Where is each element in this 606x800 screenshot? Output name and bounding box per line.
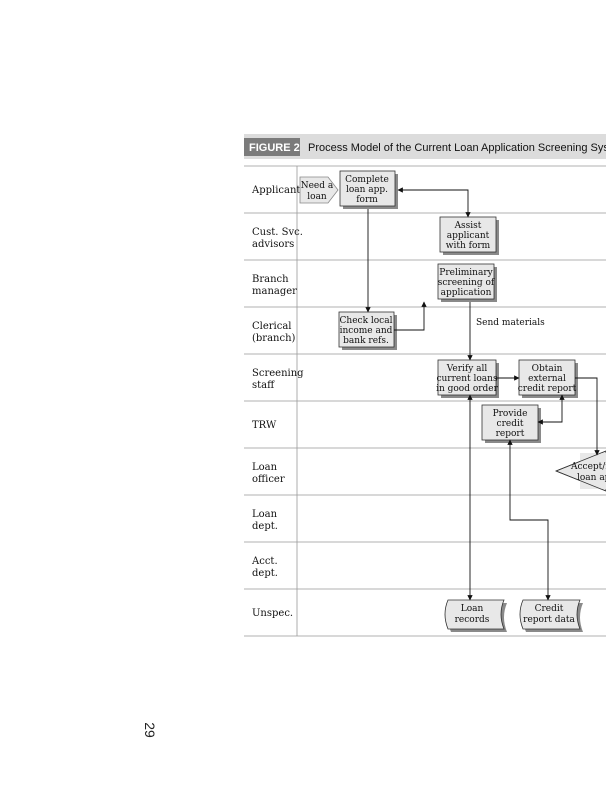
complete-form-l2: loan app. — [346, 185, 388, 195]
lane-label-clerical-2: (branch) — [252, 333, 296, 344]
lane-label-cust-svc: Cust. Svc. — [252, 227, 303, 238]
check-local-box — [338, 311, 395, 348]
need-loan-label-1: Need a — [301, 181, 334, 191]
lane-label-applicant: Applicant — [251, 185, 300, 196]
preliminary-l1: Preliminary — [439, 268, 493, 278]
lane-label-clerical: Clerical — [252, 321, 292, 332]
verify-l3: in good order — [436, 384, 499, 394]
complete-form-box — [339, 170, 396, 207]
accept-decision-fill — [580, 453, 606, 489]
lane-labels: Applicant Cust. Svc. advisors Branch man… — [251, 185, 304, 619]
credit-data-store — [519, 599, 581, 630]
complete-form-l3: form — [356, 195, 378, 205]
data-stores: Loan records Credit report data — [444, 599, 583, 632]
loan-records-l2: records — [455, 615, 490, 625]
lane-label-acct-2: dept. — [252, 568, 278, 579]
check-local-l2: income and — [340, 326, 393, 336]
lane-label-loan-officer-2: officer — [252, 474, 285, 485]
lane-label-branch: Branch — [252, 274, 289, 285]
preliminary-l2: screening of — [438, 278, 495, 288]
page-number: 29 — [141, 722, 158, 738]
credit-data-l1: Credit — [535, 604, 564, 614]
lane-label-unspec: Unspec. — [252, 608, 293, 619]
loan-records-store — [444, 599, 505, 630]
credit-data-l2: report data — [523, 615, 575, 625]
provide-l1: Provide — [493, 409, 528, 419]
assist-box — [439, 216, 497, 253]
need-loan-label-2: loan — [307, 192, 327, 202]
accept-decision-bottom — [555, 470, 606, 492]
provide-box — [481, 404, 539, 441]
lane-label-loan-dept: Loan — [252, 509, 278, 520]
verify-l1: Verify all — [446, 364, 488, 374]
verify-l2: current loans — [436, 374, 498, 384]
check-local-l3: bank refs. — [343, 336, 389, 346]
accept-l1: Accept/re — [570, 462, 606, 472]
lane-label-loan-officer: Loan — [252, 462, 278, 473]
connectors — [365, 187, 600, 601]
figure-title: Process Model of the Current Loan Applic… — [308, 142, 606, 154]
obtain-l3: credit report — [518, 384, 577, 394]
provide-l3: report — [496, 429, 525, 439]
loan-records-l1: Loan — [461, 604, 484, 614]
figure-label: FIGURE 2 — [249, 142, 300, 154]
send-materials-label: Send materials — [476, 318, 545, 328]
process-boxes: Complete loan app. form Assist applicant… — [338, 170, 578, 443]
conn-obtain-decision — [575, 377, 600, 456]
conn-provide-creditdata — [507, 439, 551, 601]
conn-check-prelim — [394, 301, 427, 331]
obtain-l1: Obtain — [532, 364, 563, 374]
lane-label-cust-svc-2: advisors — [252, 239, 294, 250]
preliminary-box — [437, 263, 495, 300]
obtain-l2: external — [528, 374, 566, 384]
provide-l2: credit — [497, 419, 524, 429]
lane-label-loan-dept-2: dept. — [252, 521, 278, 532]
lane-label-branch-2: manager — [252, 286, 297, 297]
lane-label-screening-2: staff — [252, 380, 275, 391]
conn-form-assist — [397, 187, 471, 218]
start-arrow-need-loan — [299, 176, 339, 204]
complete-form-l1: Complete — [345, 175, 389, 185]
figure-label-bg — [244, 138, 300, 156]
check-local-l1: Check local — [340, 316, 393, 326]
figure-header — [244, 134, 606, 159]
lane-label-trw: TRW — [252, 420, 277, 431]
preliminary-l3: application — [441, 288, 492, 298]
lane-label-screening: Screening — [252, 368, 304, 379]
lane-label-acct: Acct. — [251, 556, 278, 567]
assist-l3: with form — [446, 241, 491, 251]
assist-l1: Assist — [454, 221, 482, 231]
conn-obtain-provide — [537, 394, 565, 425]
verify-box — [437, 359, 497, 396]
assist-l2: applicant — [447, 231, 490, 241]
accept-l2: loan ap — [577, 473, 606, 483]
